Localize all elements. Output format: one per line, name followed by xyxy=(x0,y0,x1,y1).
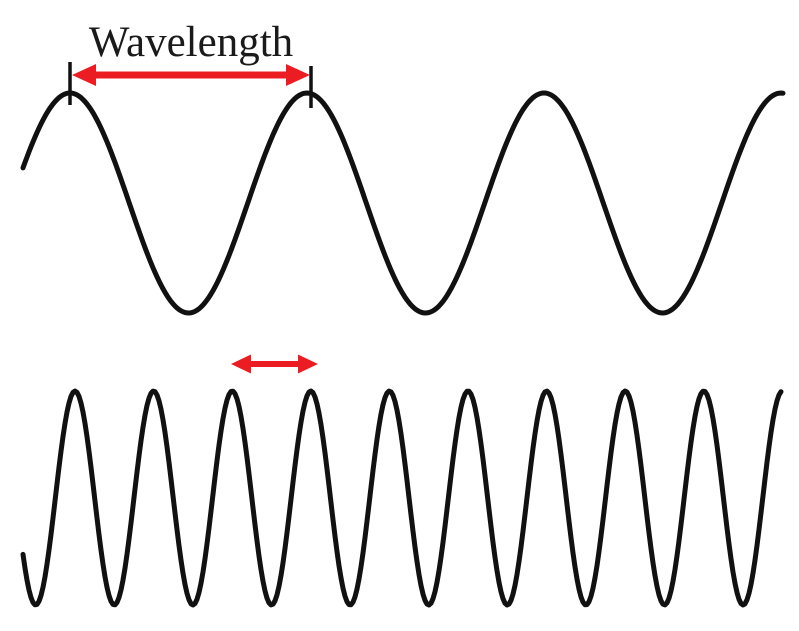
wavelength-label: Wavelength xyxy=(89,19,293,66)
long-wavelength-wave xyxy=(20,90,786,316)
short-wavelength-wave xyxy=(20,388,784,608)
wavelength-arrow-icon xyxy=(72,64,310,86)
short-wavelength-arrow-icon xyxy=(231,354,318,374)
